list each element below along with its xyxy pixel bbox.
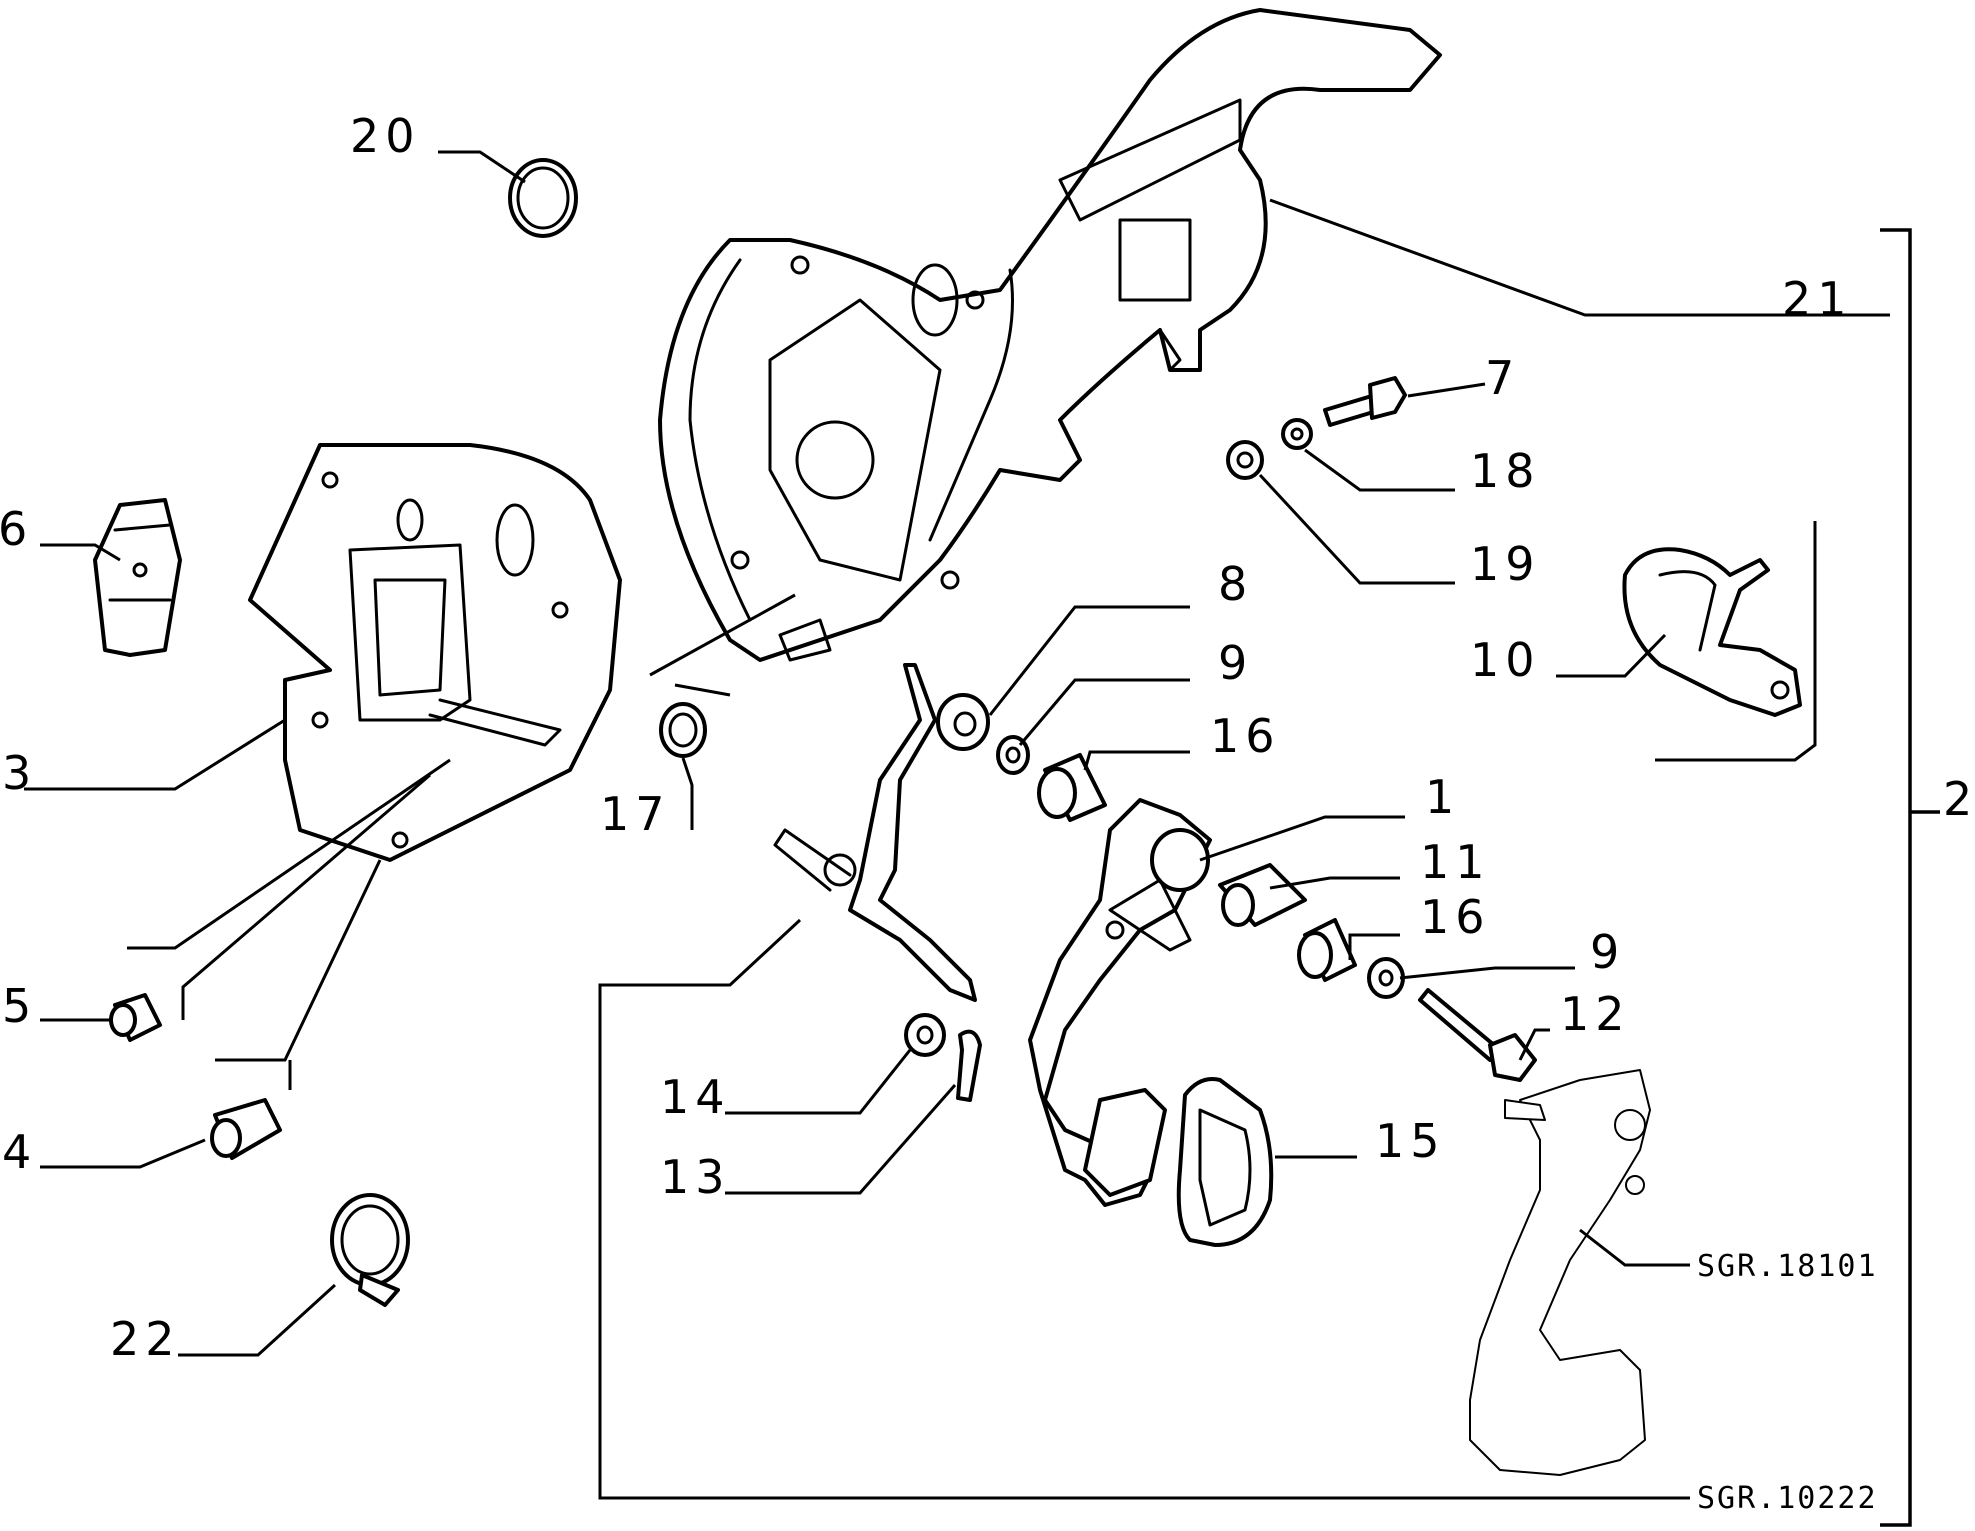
- callout-4: 4: [2, 1125, 37, 1179]
- part-12-bolt: [1418, 988, 1537, 1082]
- part-22-hose-clamp: [330, 1193, 410, 1307]
- callout-22: 22: [110, 1312, 181, 1366]
- callout-11: 11: [1420, 835, 1491, 889]
- callout-8: 8: [1218, 557, 1253, 611]
- leader-lines: [24, 150, 1890, 1500]
- callout-7: 7: [1485, 351, 1520, 405]
- part-17-grommet: [659, 702, 707, 758]
- callout-13: 13: [660, 1150, 731, 1204]
- part-5-bush: [109, 993, 162, 1042]
- callout-17: 17: [600, 787, 671, 841]
- part-18-washer: [1281, 418, 1313, 450]
- part-9-washer-lower: [1367, 957, 1405, 999]
- callout-14: 14: [660, 1070, 731, 1124]
- callout-10: 10: [1470, 633, 1541, 687]
- callout-16-lower: 16: [1420, 890, 1491, 944]
- part-21-pedal-support-bracket: [658, 8, 1442, 662]
- part-8-nut: [936, 693, 990, 751]
- part-13-split-pin: [956, 1029, 982, 1102]
- callout-1: 1: [1425, 770, 1460, 824]
- part-7-screw: [1323, 376, 1407, 427]
- part-16-bush-lower: [1297, 918, 1357, 982]
- callout-9-upper: 9: [1218, 636, 1253, 690]
- callout-6: 6: [0, 502, 33, 556]
- callout-18: 18: [1470, 444, 1541, 498]
- reference-code-upper: SGR.18101: [1697, 1249, 1878, 1284]
- part-20-o-ring: [508, 158, 578, 238]
- callout-20: 20: [350, 109, 421, 163]
- part-19-nut: [1226, 440, 1264, 480]
- callout-5: 5: [2, 979, 37, 1033]
- part-9-washer-upper: [996, 735, 1030, 775]
- callout-15: 15: [1375, 1114, 1446, 1168]
- part-1-clutch-pedal: [1028, 798, 1212, 1207]
- callout-12: 12: [1560, 987, 1631, 1041]
- group-2-bracket: [1880, 228, 1912, 1527]
- part-4-bush: [210, 1098, 282, 1160]
- callout-labels: 20 21 7 18 19 10 8 9 16 1 11 16 9 12 15 …: [0, 109, 1975, 1366]
- part-10-pipe-clip: [1622, 547, 1802, 717]
- part-14-washer: [904, 1013, 946, 1057]
- part-3-insulation-panel: [248, 443, 622, 862]
- callout-16-upper: 16: [1210, 709, 1281, 763]
- part-15-pedal-pad: [1176, 1077, 1274, 1247]
- callout-9-lower: 9: [1590, 925, 1625, 979]
- callout-19: 19: [1470, 537, 1541, 591]
- part-16-bush-upper: [1037, 753, 1107, 822]
- callout-2: 2: [1943, 772, 1975, 826]
- callout-3: 3: [2, 746, 37, 800]
- reference-pedal-ghost: [1469, 1069, 1651, 1476]
- part-11-spacer-tube: [1218, 863, 1307, 927]
- clutch-rod: [773, 663, 977, 1002]
- reference-code-lower: SGR.10222: [1697, 1481, 1878, 1516]
- callout-21: 21: [1782, 272, 1853, 326]
- part-6-clip: [93, 498, 182, 657]
- part-20-o-ring-inner: [516, 166, 570, 230]
